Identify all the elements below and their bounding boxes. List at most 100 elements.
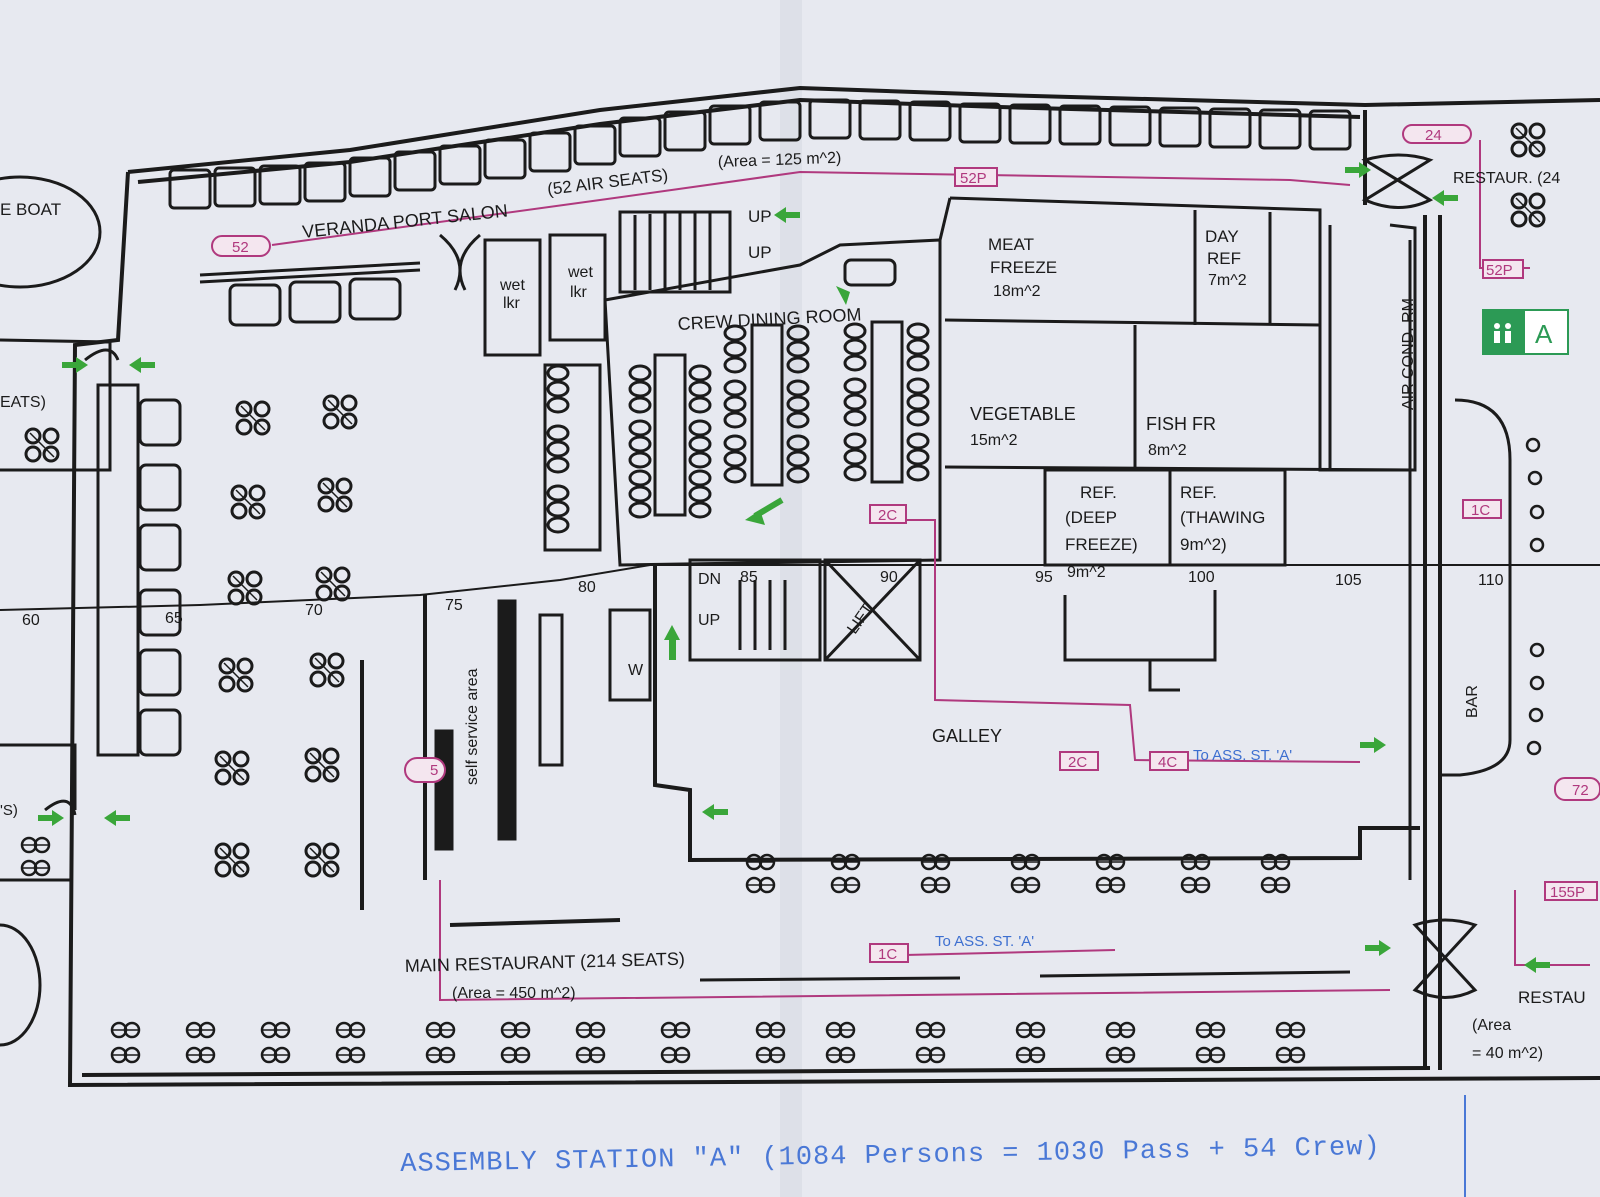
route-tag-2c-galley: 2C xyxy=(1059,751,1099,771)
main-restaurant-label: MAIN RESTAURANT (214 SEATS) xyxy=(405,949,685,976)
up-label-2: UP xyxy=(748,243,772,262)
veranda-furniture xyxy=(199,261,421,327)
top-air-seat-row xyxy=(168,98,1352,210)
hull-outline xyxy=(67,85,1600,1088)
ref-deep-label-3: FREEZE) xyxy=(1065,535,1138,554)
day-ref-area: 7m^2 xyxy=(1208,272,1247,289)
bar-counter xyxy=(1408,240,1512,880)
main-restaurant-area: (Area = 450 m^2) xyxy=(452,985,576,1002)
route-tag-52p: 52P xyxy=(954,167,998,187)
escape-routes xyxy=(271,140,1590,1002)
frame-110: 110 xyxy=(1478,572,1504,589)
ref-deep-area: 9m^2 xyxy=(1067,564,1106,581)
restaurant-area-label-1: (Area xyxy=(1472,1017,1511,1034)
exit-doors xyxy=(44,153,1478,999)
route-tag-1c-bottom: 1C xyxy=(869,943,909,963)
ref-thaw-label-3: 9m^2) xyxy=(1180,535,1227,554)
w-label: W xyxy=(628,662,644,679)
frame-100: 100 xyxy=(1188,569,1215,586)
svg-text:4C: 4C xyxy=(1158,754,1177,771)
left-booths xyxy=(96,383,182,757)
galley-label: GALLEY xyxy=(932,726,1002,746)
frame-95: 95 xyxy=(1035,569,1053,586)
lift-label: LIFT xyxy=(844,600,877,637)
assembly-station-sign: A xyxy=(1482,309,1569,355)
route-tag-72: 72 xyxy=(1554,777,1600,801)
frame-85: 85 xyxy=(740,569,758,586)
restaurant-bottom-label: RESTAU xyxy=(1518,988,1586,1007)
day-ref-label-2: REF xyxy=(1207,249,1241,268)
self-service-label: self service area xyxy=(464,668,481,785)
ref-thaw-label-2: (THAWING xyxy=(1180,508,1265,527)
restaurant-area-label-2: = 40 m^2) xyxy=(1472,1045,1543,1062)
svg-text:52P: 52P xyxy=(1486,262,1513,279)
frame-70: 70 xyxy=(305,602,323,619)
svg-text:5: 5 xyxy=(430,762,438,779)
route-tag-52: 52 xyxy=(211,235,271,257)
left-seats-label: EATS) xyxy=(0,394,46,411)
route-tag-24: 24 xyxy=(1402,124,1472,144)
route-tag-2c-top: 2C xyxy=(869,504,907,524)
svg-text:155P: 155P xyxy=(1550,884,1585,901)
frame-line xyxy=(0,564,1600,611)
wet-locker-label-1: wet xyxy=(499,277,525,294)
frame-65: 65 xyxy=(165,610,183,627)
down-label: DN xyxy=(698,571,721,588)
day-ref-label: DAY xyxy=(1205,227,1239,246)
svg-text:1C: 1C xyxy=(1471,502,1490,519)
frame-75: 75 xyxy=(445,597,463,614)
lifeboat-label: E BOAT xyxy=(0,200,61,219)
fish-area: 8m^2 xyxy=(1148,442,1187,459)
frame-80: 80 xyxy=(578,579,596,596)
galley-outline xyxy=(653,565,1420,863)
left-s-label: 'S) xyxy=(0,802,18,819)
vegetable-label: VEGETABLE xyxy=(970,404,1076,424)
locker-label-1: lkr xyxy=(503,295,521,312)
meat-freeze-label-2: FREEZE xyxy=(990,258,1057,277)
frame-90: 90 xyxy=(880,569,898,586)
room-labels: E BOAT VERANDA PORT SALON (52 AIR SEATS)… xyxy=(0,150,1586,1062)
frame-60: 60 xyxy=(22,612,40,629)
route-tag-5: 5 xyxy=(404,757,446,783)
svg-text:2C: 2C xyxy=(1068,754,1087,771)
exit-arrows xyxy=(38,162,1550,973)
route-tag-52p-right: 52P xyxy=(1482,259,1524,279)
svg-text:24: 24 xyxy=(1425,127,1442,144)
bar-stools xyxy=(1525,437,1545,756)
bar-label: BAR xyxy=(1464,685,1481,718)
restaurant-top-label: RESTAUR. (24 xyxy=(1453,170,1560,187)
frame-105: 105 xyxy=(1335,572,1362,589)
ref-deep-label-2: (DEEP xyxy=(1065,508,1117,527)
locker-label-2: lkr xyxy=(570,284,588,301)
up-label-1: UP xyxy=(748,207,772,226)
wet-lockers-and-stairs xyxy=(439,210,732,357)
veranda-area-label: (Area = 125 m^2) xyxy=(718,150,842,171)
wet-locker-label-2: wet xyxy=(567,264,593,281)
svg-text:1C: 1C xyxy=(878,946,897,963)
bottom-tracks xyxy=(699,970,1351,982)
ref-deep-label-1: REF. xyxy=(1080,483,1117,502)
left-adjacent-area xyxy=(0,175,112,1047)
route-tag-4c: 4C xyxy=(1149,751,1189,771)
air-cond-label: AIR COND. RM xyxy=(1400,298,1417,410)
route-tag-1c-right: 1C xyxy=(1462,499,1502,519)
self-service-counters xyxy=(360,595,621,927)
svg-text:2C: 2C xyxy=(878,507,897,524)
to-assembly-label-2: To ASS. ST. 'A' xyxy=(935,933,1034,950)
vegetable-area: 15m^2 xyxy=(970,432,1018,449)
frame-numbers: 60 65 70 75 80 85 90 95 100 105 110 xyxy=(22,569,1504,629)
svg-text:52: 52 xyxy=(232,239,249,256)
lift-stair-core xyxy=(608,558,922,702)
svg-text:72: 72 xyxy=(1572,782,1589,799)
provision-rooms xyxy=(938,196,1417,692)
meat-freeze-label: MEAT xyxy=(988,235,1034,254)
route-tag-155p: 155P xyxy=(1544,881,1598,901)
assembly-sign-letter: A xyxy=(1535,319,1553,349)
crew-dining-label: CREW DINING ROOM xyxy=(677,304,862,334)
meat-freeze-area: 18m^2 xyxy=(993,283,1041,300)
stair-up-label: UP xyxy=(698,612,720,629)
paper-fold xyxy=(780,0,802,1197)
fish-label: FISH FR xyxy=(1146,414,1216,434)
to-assembly-label-1: To ASS. ST. 'A' xyxy=(1193,747,1292,764)
